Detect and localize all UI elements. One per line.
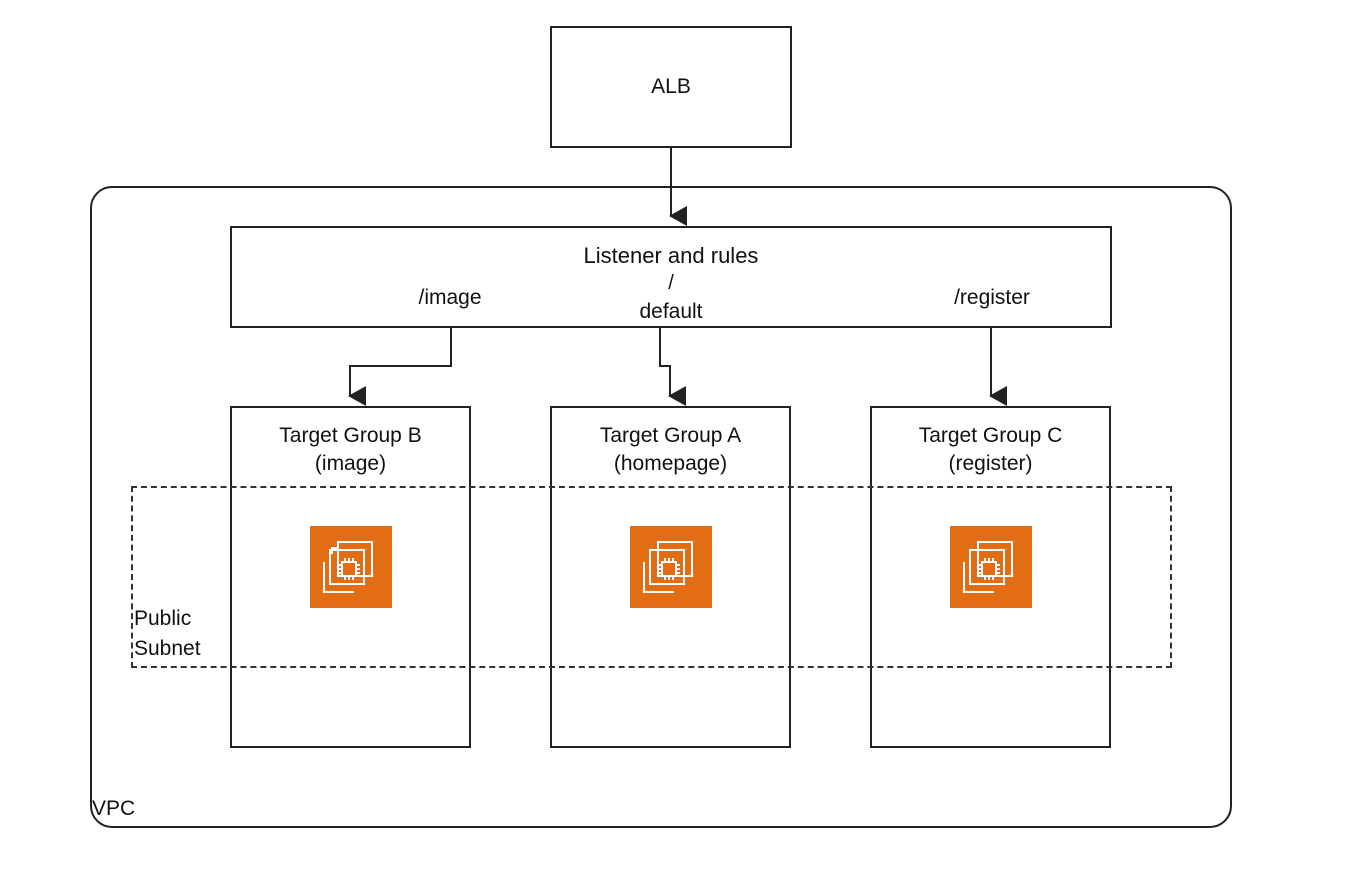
listener-default-label: default	[639, 300, 703, 323]
listener-default-slash: /	[668, 272, 674, 294]
target-group-c: Target Group C (register)	[870, 406, 1111, 748]
listener-box: Listener and rules / default /image /reg…	[230, 226, 1112, 328]
public-subnet-label: Public Subnet	[134, 604, 201, 664]
listener-image-path: /image	[418, 286, 482, 309]
target-group-b-detail: (image)	[314, 452, 387, 475]
ec2-chip-graphic	[323, 541, 373, 593]
ec2-instance-icon	[310, 526, 392, 608]
vpc-label: VPC	[92, 797, 136, 820]
alb-label: ALB	[651, 75, 691, 98]
public-subnet-label-line1: Public	[134, 607, 192, 630]
ec2-instance-icon	[630, 526, 712, 608]
target-group-a-detail: (homepage)	[613, 452, 728, 475]
ec2-instance-icon	[950, 526, 1032, 608]
listener-title: Listener and rules	[583, 243, 759, 268]
target-group-c-name: Target Group C	[918, 424, 1063, 447]
alb-box: ALB	[550, 26, 792, 148]
ec2-chip-graphic	[643, 541, 693, 593]
arrow-image-to-tg-b	[348, 328, 452, 406]
target-group-b-name: Target Group B	[279, 424, 422, 447]
listener-register-path: /register	[954, 286, 1030, 309]
public-subnet-label-line2: Subnet	[134, 637, 201, 660]
target-group-c-detail: (register)	[948, 452, 1033, 475]
target-group-a-name: Target Group A	[599, 424, 742, 447]
ec2-chip-graphic	[963, 541, 1013, 593]
arrow-default-to-tg-a	[659, 328, 686, 406]
